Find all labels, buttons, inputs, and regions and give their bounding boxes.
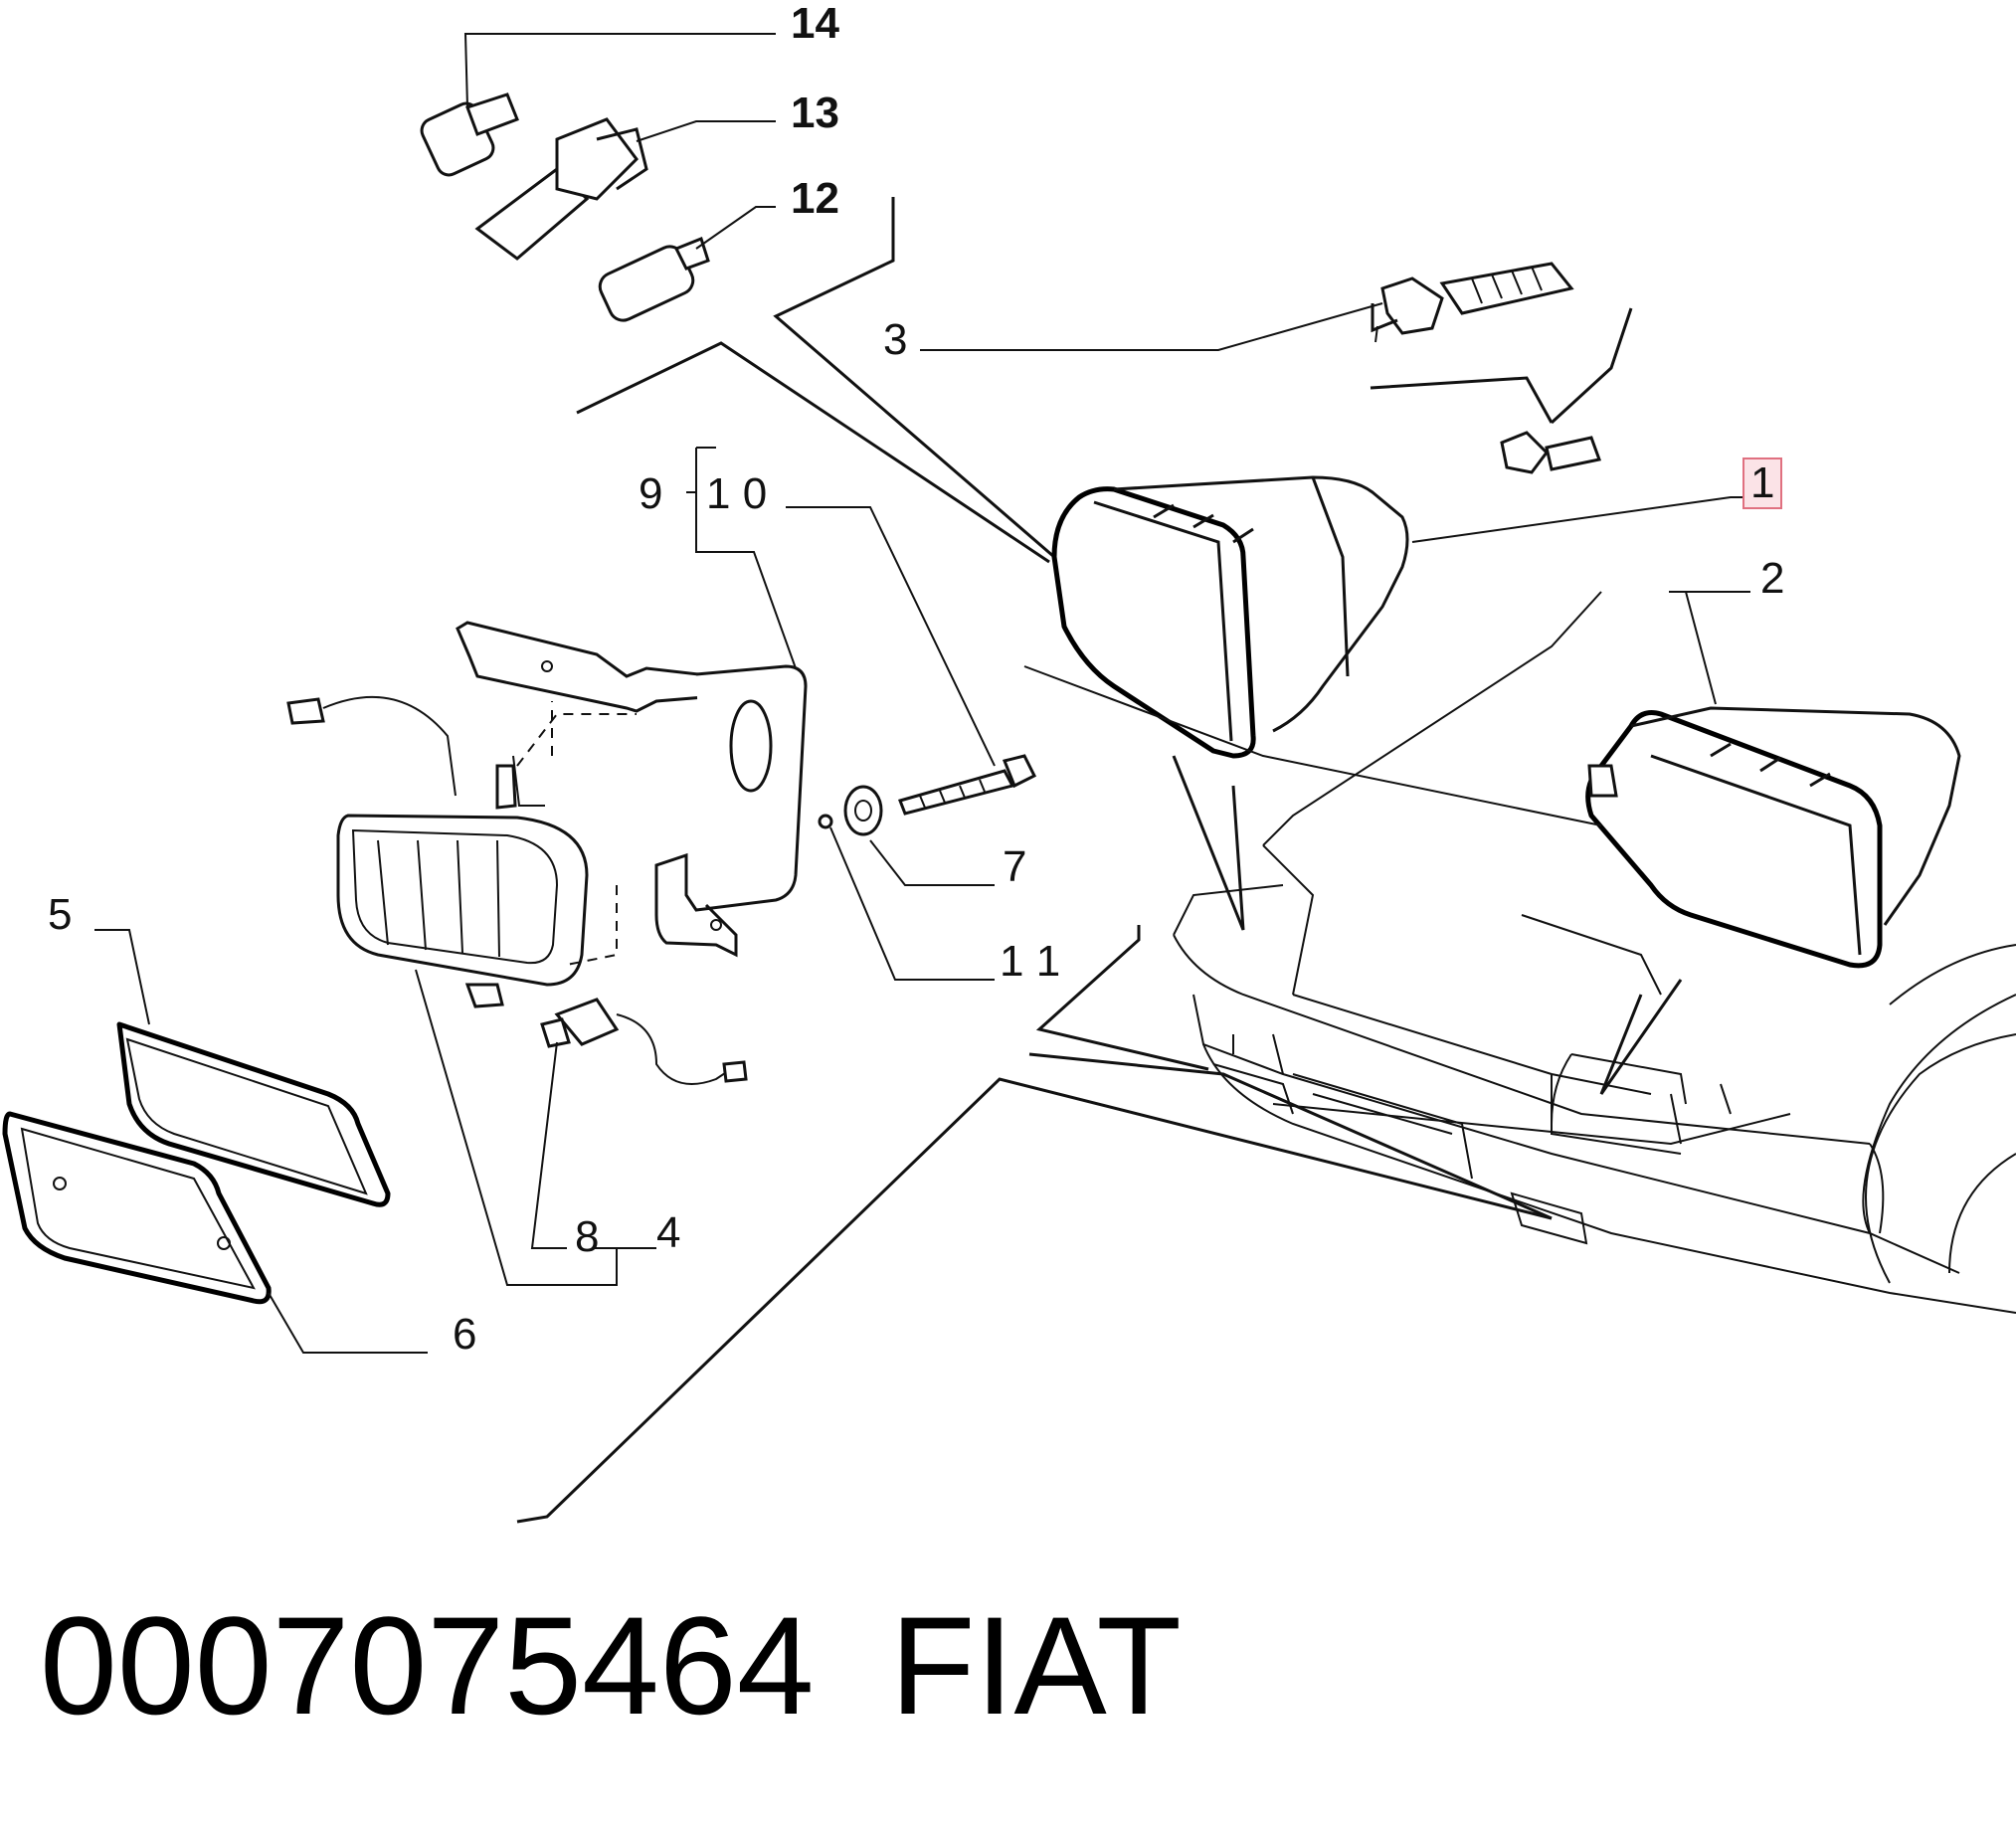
callout-14: 14 [791,0,839,48]
callout-12: 12 [791,174,839,223]
brand-name: FIAT [890,1587,1182,1743]
leader-14 [463,33,776,108]
leader-headlamp2-car [1599,979,1683,1095]
leader-5 [94,929,150,1025]
fog-lamp-wire-top [286,695,457,797]
bracket-3-d [1550,307,1633,425]
leader-13 [636,120,776,142]
part-number: 0007075464 [40,1587,815,1743]
cover-lens-5 [116,1021,391,1207]
callout-1: 1 [1742,457,1783,509]
fog-bulb-8 [540,998,748,1085]
bulb-small-3 [1500,431,1602,474]
headlamp-1 [1051,475,1409,759]
bulb-13-h4 [474,117,648,261]
dash-bracket-3 [566,885,618,966]
leader-headlamp1-car [1172,755,1245,931]
leader-12 [695,206,776,250]
callout-6: 6 [453,1310,477,1359]
callout-5: 5 [48,890,73,939]
callout-7: 7 [1003,842,1027,891]
leader-fog-to-bumper [516,1077,1553,1524]
fog-lamp-bracket [456,621,808,958]
callout-3: 3 [883,315,908,364]
leader-bumper-a [1035,925,1209,1071]
leader-6-fog [415,969,618,1286]
car-body [1023,591,2016,1314]
leader-6 [268,1292,428,1354]
adjuster-3 [1380,262,1574,335]
callout-4: 4 [656,1208,681,1257]
leader-8 [530,1041,567,1249]
leader-11 [829,826,995,981]
cover-lens-6 [2,1111,272,1305]
fog-lamp-6 [336,755,589,1008]
bulb-12-small [598,237,710,322]
bracket-top-left [576,341,1050,564]
leader-10 [786,506,996,767]
bracket-3-c [1370,376,1554,424]
callout-9: 9 [639,469,663,518]
leader-1 [1411,496,1750,543]
callout-2: 2 [1760,554,1785,603]
leader-2-a [1685,591,1717,705]
leader-bumper-b [1028,1052,1553,1220]
headlamp-2 [1585,706,1961,969]
callout-10: 1 0 [706,469,768,518]
screw-7 [898,754,1037,816]
leader-9 [695,448,797,669]
leader-3 [920,302,1383,351]
leader-7 [869,839,995,886]
bracket-3-b [1371,303,1398,333]
nut-11 [818,785,883,836]
bulb-14-small [420,92,519,177]
dash-bracket-1 [516,713,637,767]
callout-11: 1 1 [1000,937,1061,986]
callout-13: 13 [791,89,839,137]
callout-8: 8 [575,1212,600,1261]
bracket-top-right [773,197,1055,559]
